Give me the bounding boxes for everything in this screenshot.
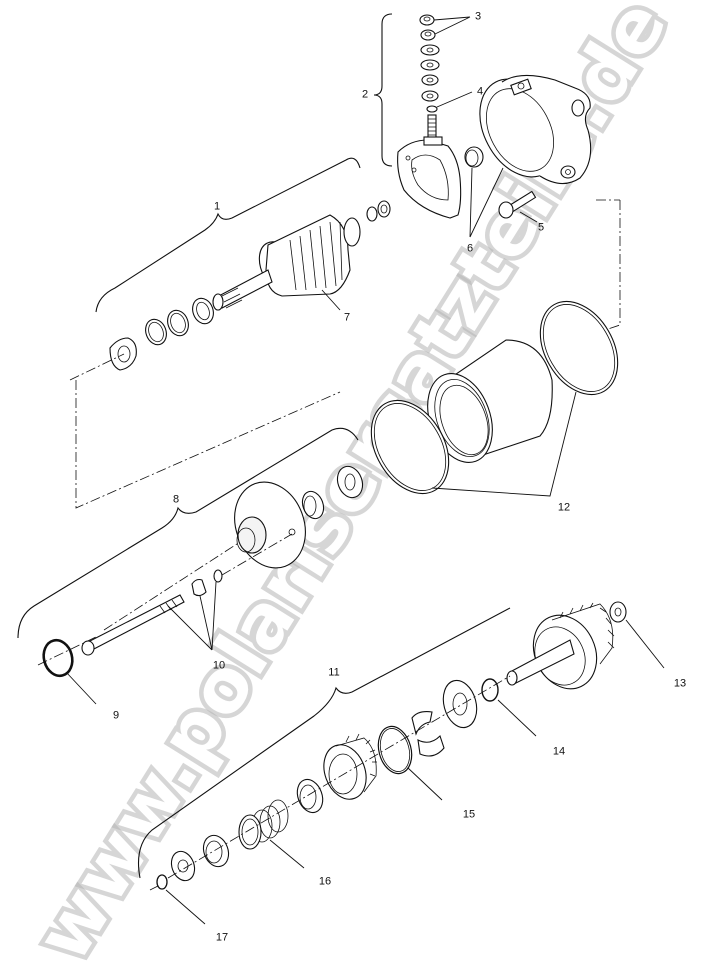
callout-3: 3 [474, 10, 482, 23]
brace-2 [373, 13, 393, 167]
callout-9: 9 [112, 709, 120, 722]
callout-2: 2 [361, 88, 369, 101]
callout-16: 16 [318, 875, 332, 888]
callout-15: 15 [462, 808, 476, 821]
callout-7: 7 [343, 311, 351, 324]
armature-group [69, 157, 391, 381]
brace-11 [137, 607, 511, 879]
yoke-group [75, 199, 621, 509]
callout-14: 14 [552, 745, 566, 758]
brace-8 [17, 427, 359, 639]
drive-group [137, 601, 665, 925]
callout-17: 17 [215, 931, 229, 944]
callout-12: 12 [557, 501, 571, 514]
end-housing [464, 74, 592, 238]
screw-icon [498, 190, 537, 219]
callout-6: 6 [466, 242, 474, 255]
front-housing-group [17, 427, 364, 705]
callout-13: 13 [673, 677, 687, 690]
brace-1 [95, 157, 361, 313]
callout-4: 4 [476, 85, 484, 98]
callout-11: 11 [328, 666, 340, 679]
nut-icon [419, 14, 435, 26]
callout-10: 10 [212, 659, 226, 672]
callout-1: 1 [213, 200, 221, 213]
callout-8: 8 [172, 493, 180, 506]
brush-plate [397, 139, 462, 219]
callout-5: 5 [537, 221, 545, 234]
nut-icon [420, 29, 436, 41]
brush-holder-group [373, 13, 473, 219]
